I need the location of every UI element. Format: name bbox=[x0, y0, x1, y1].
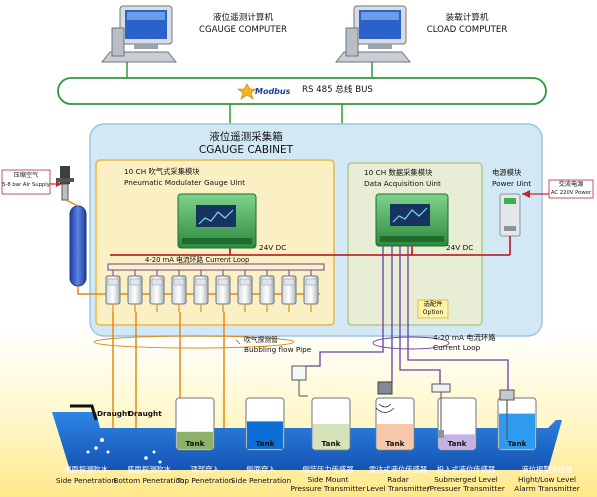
tank-level-fill bbox=[499, 413, 535, 449]
cload-computer-label-cn: 装载计算机 bbox=[445, 13, 489, 23]
bottom-label-7-en1: Hight/Low Level bbox=[517, 475, 577, 484]
bottom-label-4-en2: Pressure Transmitter bbox=[290, 484, 366, 493]
ac-power-label-cn: 交流电源 bbox=[558, 181, 584, 188]
pneumatic-sensor-unit-icon bbox=[105, 270, 121, 312]
rs485-bus bbox=[57, 77, 547, 105]
bus-label: RS 485 总线 BUS bbox=[302, 85, 373, 95]
tank-label: Tank bbox=[321, 439, 341, 448]
current-loop-line bbox=[407, 246, 509, 390]
dc-label-1: 24V DC bbox=[259, 243, 287, 252]
cabinet-title-en: CGAUGE CABINET bbox=[198, 144, 294, 156]
tank-label: Tank bbox=[447, 439, 467, 448]
bottom-label-4-en1: Side Mount bbox=[307, 475, 349, 484]
ac-power-label-en: AC 220V Power bbox=[550, 190, 592, 196]
current-loop-line bbox=[306, 246, 384, 367]
current-loop-line bbox=[399, 246, 441, 384]
option-label-cn: 选配件 bbox=[423, 301, 443, 308]
tank-icon bbox=[437, 397, 477, 451]
bottom-label-4-cn: 侧装压力传感器 bbox=[302, 465, 354, 474]
bubbling-pipe-label-cn: 吹气探测管 bbox=[244, 336, 278, 344]
power-module-title-en: Power Uint bbox=[492, 179, 532, 188]
tank-level-fill bbox=[377, 424, 413, 449]
tank-label: Tank bbox=[507, 439, 527, 448]
bottom-label-5-en2: Level Transmitter bbox=[366, 484, 430, 493]
modbus-logo-icon bbox=[237, 83, 257, 100]
pneumatic-sensor-unit-icon bbox=[127, 270, 143, 312]
air-supply-label-cn: 压缩空气 bbox=[13, 172, 39, 179]
bottom-label-3-cn: 侧面穿入 bbox=[246, 465, 276, 474]
tank-level-fill bbox=[247, 421, 283, 449]
tank-icon bbox=[175, 397, 215, 451]
tank-level-fill bbox=[313, 424, 349, 449]
bottom-label-2-en: Top Penetration bbox=[176, 476, 234, 485]
pneumatic-sensor-unit-icon bbox=[171, 270, 187, 312]
option-box bbox=[417, 299, 449, 319]
tank-icon bbox=[311, 397, 351, 451]
modbus-brand: Modbus bbox=[255, 87, 291, 96]
bubbling-pipe-label-en: Bubbling flow Pipe bbox=[244, 345, 312, 354]
cgauge-computer-icon bbox=[100, 5, 178, 63]
bottom-label-1-en: Bottom Penetration bbox=[113, 476, 185, 485]
pneumatic-sensor-unit-icon bbox=[193, 270, 209, 312]
draught-label-left: Draught bbox=[97, 409, 131, 418]
bottom-label-2-cn: 顶部穿入 bbox=[190, 465, 220, 474]
current-loop-label: 4-20 mA 电流环路 Current Loop bbox=[145, 256, 250, 264]
air-receiver-cylinder-icon bbox=[69, 205, 87, 287]
cabinet-title-cn: 液位遥测采集箱 bbox=[209, 131, 283, 143]
bottom-label-6-en2: /Pressuer Transmitter bbox=[427, 484, 505, 493]
bottom-label-6-en1: Submerged Level bbox=[434, 475, 498, 484]
tank-level-fill bbox=[177, 431, 213, 449]
tank-icon bbox=[375, 397, 415, 451]
submerged-transmitter-icon bbox=[431, 383, 451, 393]
cgauge-computer-label-cn: 液位遥测计算机 bbox=[212, 13, 274, 23]
level-alarm-transmitter-icon bbox=[499, 389, 515, 401]
draught-label-right: Draught bbox=[128, 409, 162, 418]
cload-computer-label-en: CLOAD COMPUTER bbox=[426, 25, 508, 35]
pneumatic-sensor-unit-icon bbox=[259, 270, 275, 312]
pneumatic-sensor-unit-icon bbox=[149, 270, 165, 312]
pneumatic-module-title-en: Pneumatic Modulater Gauge Uint bbox=[124, 178, 246, 187]
cload-computer-icon bbox=[334, 5, 412, 63]
bottom-label-6-cn: 投入式液位传感器 bbox=[436, 465, 496, 474]
tank-label: Tank bbox=[255, 439, 275, 448]
dc-label-2: 24V DC bbox=[446, 243, 474, 252]
pneumatic-module-title-cn: 10 CH 吹气式采集模块 bbox=[124, 167, 200, 176]
daq-module-title-cn: 10 CH 数据采集模块 bbox=[364, 168, 433, 177]
bottom-label-7-cn: 液位报警传感器 bbox=[521, 465, 573, 474]
daq-module-title-en: Data Acquisition Uint bbox=[364, 179, 441, 188]
air-supply-arrow bbox=[1, 169, 62, 195]
draught-line bbox=[70, 404, 98, 421]
power-module-icon bbox=[499, 193, 521, 237]
bottom-label-3-en: Side Penetration bbox=[230, 476, 292, 485]
pneumatic-sensor-unit-icon bbox=[237, 270, 253, 312]
bottom-label-7-en2: Alarm Transmitter bbox=[514, 484, 580, 493]
bottom-label-1-cn: 底面探测吹水 bbox=[127, 465, 171, 474]
bottom-label-5-cn: 雷达式液位传感器 bbox=[368, 465, 428, 474]
ac-power-input-arrow bbox=[522, 179, 594, 199]
current-loop2-label-cn: 4-20 mA 电流环路 bbox=[433, 333, 496, 342]
pneumatic-sensor-unit-icon bbox=[303, 270, 319, 312]
daq-module-device-icon bbox=[375, 193, 449, 247]
pneumatic-sensor-unit-icon bbox=[215, 270, 231, 312]
side-mount-transmitter-icon bbox=[291, 365, 308, 397]
bottom-label-0-cn: 侧面探测吹水 bbox=[64, 465, 108, 474]
tank-label: Tank bbox=[185, 439, 205, 448]
air-supply-label-en: 5-8 bar Air Supply bbox=[2, 182, 50, 188]
bottom-label-0-en: Side Penetration bbox=[55, 476, 117, 485]
pneumatic-module-device-icon bbox=[177, 193, 257, 249]
option-label-en: Option bbox=[422, 309, 444, 316]
power-module-title-cn: 电源模块 bbox=[492, 168, 522, 177]
tank-level-fill bbox=[439, 434, 475, 449]
pneumatic-sensor-unit-icon bbox=[281, 270, 297, 312]
cgauge-computer-label-en: CGAUGE COMPUTER bbox=[199, 25, 287, 35]
tank-icon bbox=[245, 397, 285, 451]
tank-label: Tank bbox=[385, 439, 405, 448]
current-loop2-label-en: Current Loop bbox=[433, 343, 481, 352]
air-filter-regulator-icon bbox=[56, 166, 74, 201]
radar-transmitter-icon bbox=[375, 381, 395, 413]
bottom-label-5-en1: Radar bbox=[387, 475, 409, 484]
ship-hull bbox=[52, 412, 562, 470]
